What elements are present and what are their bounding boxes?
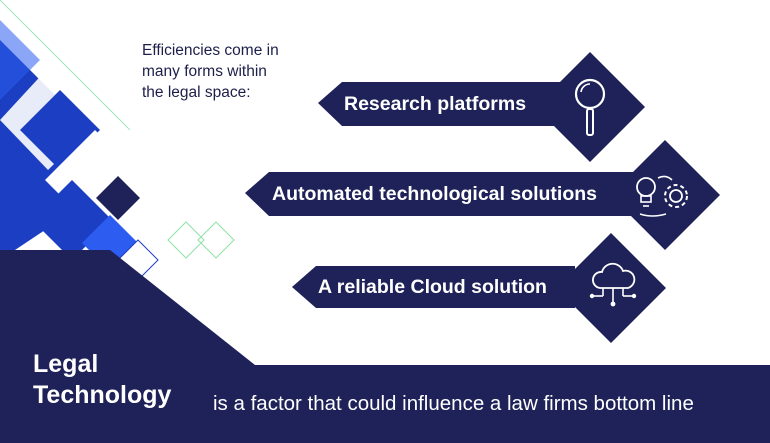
decor-navy-diamond: [96, 176, 140, 220]
item-pill-automated: [245, 172, 640, 216]
intro-line: Efficiencies come in: [142, 42, 279, 59]
decor-green-outline-1: [167, 221, 205, 259]
decor-light-block: [0, 20, 40, 100]
footer-title-line: Technology: [33, 381, 172, 409]
intro-line: many forms within: [142, 63, 267, 80]
footer-text: is a factor that could influence a law f…: [213, 392, 694, 415]
item-pill-research: [318, 82, 560, 126]
item-label-automated: Automated technological solutions: [272, 183, 598, 205]
footer-title: Legal Technology: [33, 349, 171, 411]
cloud-network-icon: [589, 262, 637, 307]
decor-green-line: [0, 0, 131, 131]
footer-title-line: Legal: [33, 350, 99, 378]
magnifier-icon: [574, 78, 606, 136]
lightbulb-gear-icon: [636, 175, 688, 217]
footer-band: [0, 250, 770, 443]
item-pill-cloud: [292, 266, 575, 308]
decor-green-outline-2: [197, 221, 235, 259]
item-label-research: Research platforms: [344, 93, 527, 115]
intro-text: Efficiencies come in many forms within t…: [142, 40, 332, 103]
intro-line: the legal space:: [142, 84, 251, 101]
item-label-cloud: A reliable Cloud solution: [318, 276, 547, 298]
